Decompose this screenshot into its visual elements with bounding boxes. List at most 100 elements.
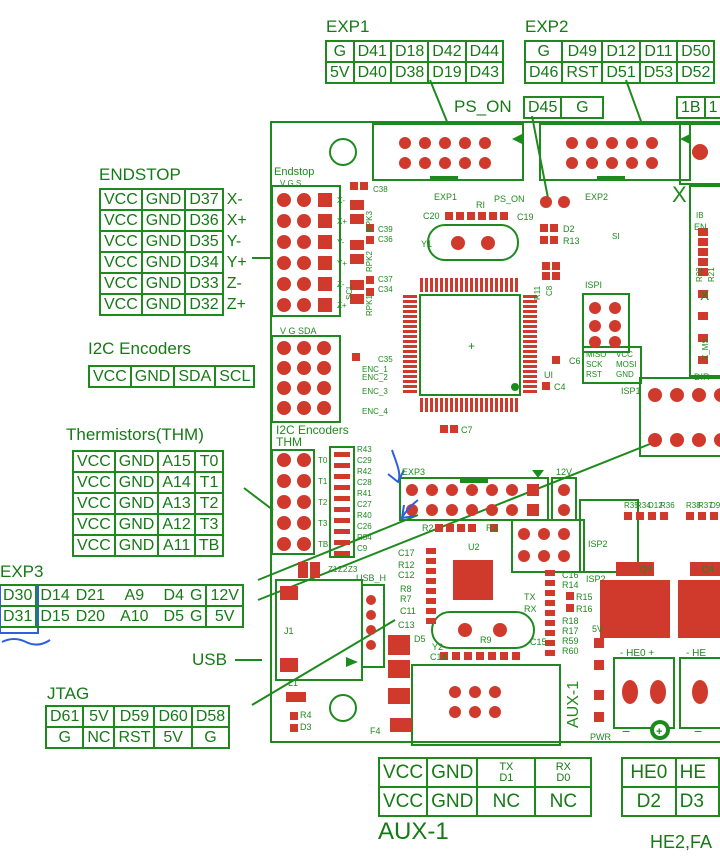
silk-c4: C4 [554,382,566,392]
exp2-header-pads [566,137,658,169]
silk-ri: RI [476,200,485,210]
silk-axis: Z+ [337,301,347,310]
silk-z: Z2 [338,565,348,574]
pin-cell: NC [534,786,593,817]
pin-cell: D18 [389,40,430,63]
silk-part: C26 [357,522,372,531]
pin-cell: D32 [184,293,224,316]
silk-part: R54 [357,533,372,542]
silk-minus: − [622,723,630,739]
silk-c13: C13 [398,620,415,630]
silk-l1: L1 [288,678,298,688]
pin-cell: VCC [72,492,116,515]
pin-cell: G [325,40,355,63]
usb-label: USB [192,650,227,669]
pin-cell: VCC [377,757,429,788]
silk-isp2b: ISP2 [586,574,606,584]
mosfet-q4 [678,580,720,638]
pin-cell: X- [226,191,243,208]
silk-r14: R14 [562,580,579,590]
silk-y1: Y1 [421,239,432,249]
silk-x-ms: X_MS [701,338,710,360]
silk-rpk2: RPK2 [365,251,374,272]
pin-cell: G [187,584,207,607]
svg-text:+: + [656,726,662,738]
silk-part: R40 [357,511,372,520]
pin-cell: 1B [676,96,706,119]
silk-isp-pin: VCC [616,350,633,359]
silk-c34: C34 [378,285,393,294]
pin-cell: D50 [676,40,716,63]
silk-he: - HE [686,648,706,659]
pin-cell: GND [426,786,479,817]
silk-c36: C36 [378,235,393,244]
silk-r34: R34 [636,501,651,510]
silk-ps-on: PS_ON [494,194,525,204]
silk-minus2: − [694,723,702,739]
silk-r7: R7 [400,594,412,604]
silk-r21: R21 [707,267,716,282]
pin-cell: T1 [193,471,225,494]
silk-r38: R38 [686,501,701,510]
pin-cell: D59 [113,705,156,728]
pin-cell: D53 [638,61,679,84]
silk-en: EN [694,222,707,232]
pin-cell: A12 [157,513,196,536]
silk-rpk1: RPK1 [365,295,374,316]
aux1-pin-table: VCC GND TX D1 RX D0 VCC GND NC NC [377,757,593,817]
exp1-header-pads [399,137,491,169]
silk-d9: D9 [710,501,720,510]
silk-y2: Y2 [432,642,443,652]
pin-cell: D58 [190,705,231,728]
pin-cell: D12 [601,40,641,63]
silk-exp3: EXP3 [402,467,425,477]
silk-ispi: ISPI [585,280,602,290]
silk-c35: C35 [378,355,393,364]
silk-usb-h: USB_H [356,573,386,583]
pin-cell: GND [140,188,187,211]
exp1-header-outline [372,123,524,181]
pin-cell: GND [113,513,160,536]
silk-dir: DIR [694,372,710,382]
pin-cell: T2 [193,492,225,515]
he-footer: HE2,FA [650,832,713,852]
pin-cell: A14 [157,471,196,494]
pin-cell: G [44,726,85,749]
mounting-hole [329,694,357,722]
pin-cell: VCC [377,786,429,817]
pin-cell: VCC [99,293,143,316]
svg-text:+: + [468,339,475,353]
endstop-title: ENDSTOP [99,165,181,184]
silk-vgsda: V G SDA [280,326,317,336]
pin-cell: D49 [561,40,604,63]
pin-cell: GND [140,272,187,295]
pin-cell: D5 [160,605,187,628]
silk-thm: THM [276,435,302,449]
pin-cell: GND [113,450,160,473]
silk-axis: X- [337,196,345,205]
silk-c38: C38 [373,185,388,194]
pin-cell: VCC [99,251,143,274]
pin-cell: G [187,605,207,628]
pin-cell: VCC [72,471,116,494]
ps-on-title: PS_ON [454,97,512,116]
pin-cell: VCC [72,534,116,557]
pin-cell: GND [113,471,160,494]
pin-cell: 5V [153,726,193,749]
silk-j1: J1 [284,626,294,636]
aux1-title: AUX-1 [378,818,449,845]
pin-cell: D14 [36,584,73,607]
pin-cell: NC [476,786,537,817]
pin-cell: 1 [703,96,720,119]
silk-therm: T1 [318,477,328,486]
exp2-title: EXP2 [525,17,569,36]
silk-r16: R16 [576,604,593,614]
silk-r37: R37 [698,501,713,510]
silk-q3: Q3 [640,564,652,574]
silk-c12: C12 [398,570,415,580]
silk-c20: C20 [423,211,440,221]
